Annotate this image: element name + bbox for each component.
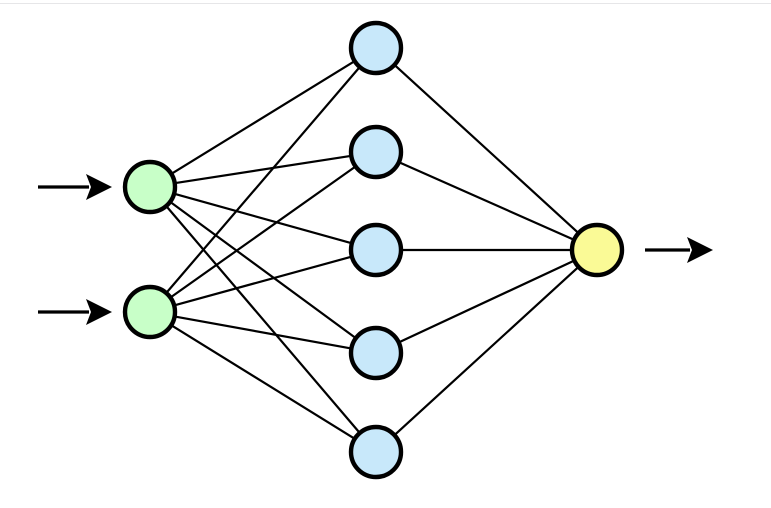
output-arrow-head xyxy=(687,237,713,263)
input-arrow-bottom-head xyxy=(86,299,112,325)
edge-i1-h4 xyxy=(168,200,358,340)
node-hidden-h1[interactable] xyxy=(348,20,404,76)
node-input-i1[interactable] xyxy=(122,159,178,215)
edge-h5-o1 xyxy=(392,265,581,437)
io-arrows xyxy=(38,174,713,325)
node-hidden-h4[interactable] xyxy=(348,325,404,381)
edge-i1-h1 xyxy=(169,59,357,176)
node-hidden-h5[interactable] xyxy=(348,424,404,480)
top-divider-rule xyxy=(0,3,771,4)
edge-i2-h2 xyxy=(168,164,358,300)
edge-i2-h1 xyxy=(164,65,362,295)
input-arrow-top-head xyxy=(86,174,112,200)
edge-h1-o1 xyxy=(392,63,581,235)
network-nodes xyxy=(122,20,625,480)
edge-i2-h3 xyxy=(172,255,354,307)
edges-input-to-hidden xyxy=(164,59,362,441)
edge-i1-h2 xyxy=(172,154,354,185)
edge-h4-o1 xyxy=(396,259,577,344)
edge-i2-h4 xyxy=(172,315,354,350)
node-hidden-h3[interactable] xyxy=(348,222,404,278)
edges-hidden-to-output xyxy=(392,63,581,437)
node-output-o1[interactable] xyxy=(569,222,625,278)
edge-i1-h3 xyxy=(172,192,354,245)
node-input-i2[interactable] xyxy=(122,284,178,340)
edge-h2-o1 xyxy=(396,160,577,242)
node-hidden-h2[interactable] xyxy=(348,124,404,180)
edge-i2-h5 xyxy=(169,323,357,441)
edge-i1-h5 xyxy=(164,204,362,435)
